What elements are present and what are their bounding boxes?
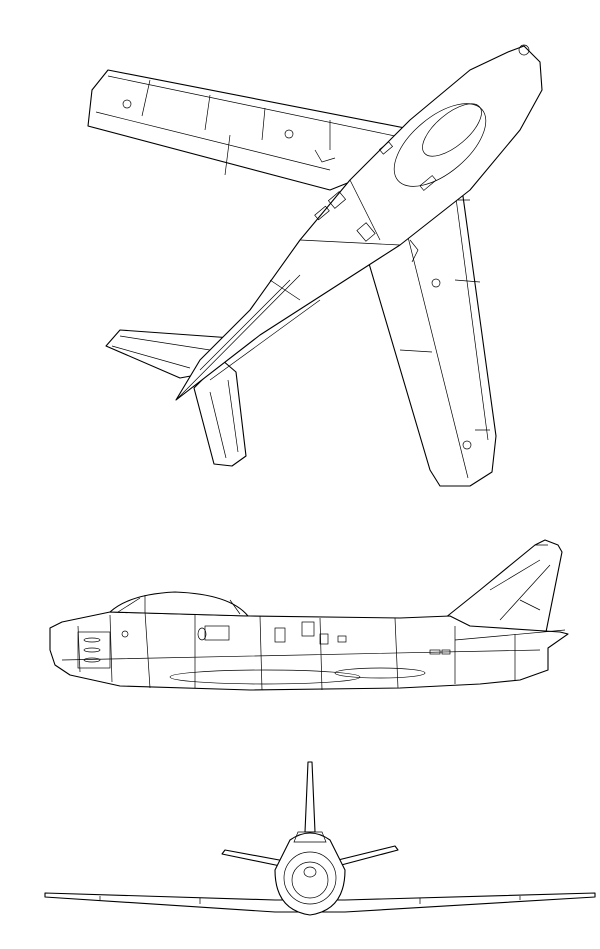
fuselage-side [49,591,569,691]
horizontal-tail-front [221,845,399,869]
front-view [44,761,596,916]
vertical-fin [444,539,563,633]
vertical-fin-front [304,761,316,833]
right-horizontal-stabilizer [193,359,247,467]
top-view [87,44,543,487]
fuselage-top [175,44,543,401]
fuselage-front [274,831,346,916]
left-wing [87,69,406,191]
side-view [49,539,569,691]
